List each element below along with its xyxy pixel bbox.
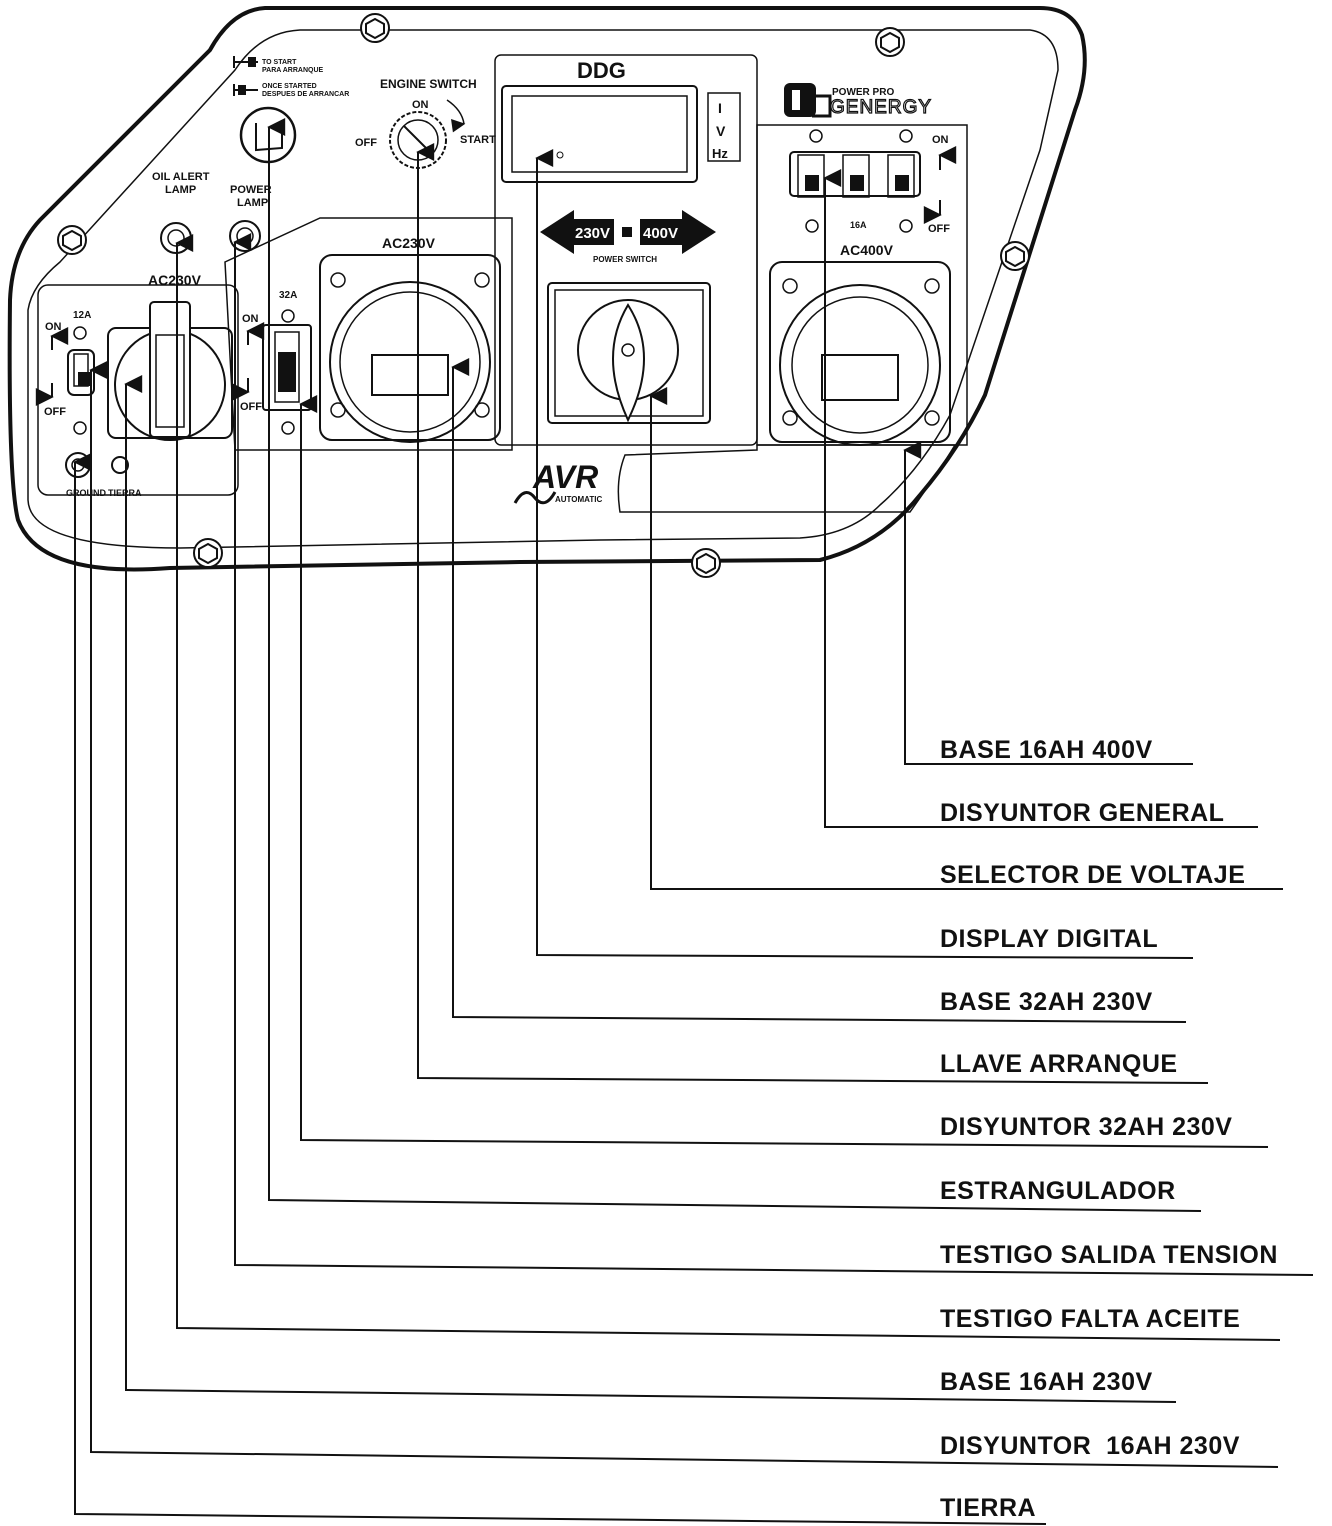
mounting-hole — [1000, 241, 1030, 271]
choke-instruction-1: TO START — [262, 59, 297, 66]
callout-testigo-salida-tension: TESTIGO SALIDA TENSION — [940, 1241, 1278, 1269]
callout-wire — [299, 395, 1269, 1148]
oil-alert-label-1: OIL ALERT — [152, 171, 210, 183]
engine-switch-title: ENGINE SWITCH — [380, 77, 477, 91]
callout-tierra: TIERRA — [940, 1494, 1036, 1522]
voltage-selector-switch[interactable] — [547, 282, 711, 424]
callout-llave-arranque: LLAVE ARRANQUE — [940, 1050, 1178, 1078]
mounting-hole — [691, 548, 721, 578]
callout-wire — [451, 358, 1187, 1023]
callout-estrangulador: ESTRANGULADOR — [940, 1177, 1176, 1205]
callout-disyuntor-32ah-230v: DISYUNTOR 32AH 230V — [940, 1113, 1232, 1141]
power-lamp-label-1: POWER — [230, 184, 272, 196]
engine-switch-on: ON — [412, 99, 429, 111]
engine-switch-start: START — [460, 134, 496, 146]
digital-display — [501, 85, 698, 183]
callout-wire — [535, 149, 1194, 959]
callout-base-16ah-230v: BASE 16AH 230V — [940, 1368, 1153, 1396]
brand-name-1: POWER PRO — [832, 87, 894, 98]
meter-title: DDG — [577, 58, 626, 83]
selector-230v: 230V — [575, 225, 610, 242]
callout-wires — [73, 118, 1314, 1525]
socket-label-middle: AC230V — [382, 235, 436, 251]
breaker-rating-middle: 32A — [279, 290, 297, 301]
callout-wire — [233, 233, 1314, 1276]
choke-instruction-3: ONCE STARTED — [262, 83, 317, 90]
mounting-hole — [360, 13, 390, 43]
callout-disyuntor-16ah-230v: DISYUNTOR 16AH 230V — [940, 1432, 1240, 1460]
callout-base-32ah-230v: BASE 32AH 230V — [940, 988, 1153, 1016]
choke-symbol-icon — [233, 56, 258, 96]
callout-selector-voltaje: SELECTOR DE VOLTAJE — [940, 861, 1245, 889]
callout-testigo-falta-aceite: TESTIGO FALTA ACEITE — [940, 1305, 1240, 1333]
breaker-rating-right: 16A — [850, 220, 867, 230]
callout-disyuntor-general: DISYUNTOR GENERAL — [940, 799, 1224, 827]
breaker-32a-230v[interactable] — [262, 324, 312, 411]
callout-wire — [124, 375, 1177, 1403]
mounting-hole — [57, 225, 87, 255]
callout-wire — [73, 453, 1047, 1525]
brand-logo — [784, 83, 832, 118]
avr-logo: AVR AUTOMATIC — [513, 459, 602, 505]
ground-label: GROUND — [66, 488, 106, 498]
callout-wire — [89, 361, 1279, 1468]
callout-wire — [175, 234, 1281, 1341]
socket-label-right: AC400V — [840, 242, 894, 258]
main-breaker-on: ON — [932, 134, 949, 146]
main-breaker-off: OFF — [928, 223, 950, 235]
voltage-selector-arrow-icon — [540, 210, 716, 254]
callout-wire — [903, 441, 1193, 765]
mounting-hole — [875, 27, 905, 57]
mounting-hole — [193, 538, 223, 568]
callout-wire — [823, 169, 1258, 828]
breaker-16a-230v[interactable] — [67, 349, 95, 396]
callout-wire — [649, 387, 1283, 890]
callout-wire — [267, 118, 1202, 1212]
breaker-on-label-mid: ON — [242, 313, 259, 325]
oil-alert-label-2: LAMP — [165, 184, 196, 196]
engine-switch-off: OFF — [355, 137, 377, 149]
callout-base-16ah-400v: BASE 16AH 400V — [940, 736, 1153, 764]
choke-instruction-4: DESPUES DE ARRANCAR — [262, 91, 349, 98]
meter-unit-current: I — [718, 100, 722, 116]
power-switch-caption: POWER SWITCH — [593, 255, 657, 264]
brand-name-2: GENERGY — [830, 97, 932, 118]
power-lamp-label-2: LAMP — [237, 197, 268, 209]
meter-unit-frequency: Hz — [712, 146, 728, 161]
breaker-on-label: ON — [45, 321, 62, 333]
socket-32a-230v[interactable] — [319, 254, 501, 443]
main-breaker-3-pole[interactable] — [789, 151, 921, 198]
breaker-off-label: OFF — [44, 406, 66, 418]
callout-wire — [416, 143, 1209, 1084]
avr-sub: AUTOMATIC — [555, 495, 602, 504]
selector-400v: 400V — [643, 225, 678, 242]
control-panel: AC230V 12A ON OFF GROUND TIERRA OIL ALER… — [7, 6, 1087, 578]
meter-unit-voltage: V — [716, 123, 726, 139]
avr-logo-text: AVR — [532, 459, 598, 495]
callout-labels: BASE 16AH 400V DISYUNTOR GENERAL SELECTO… — [940, 736, 1278, 1522]
socket-16a-230v[interactable] — [107, 301, 233, 441]
choke-instruction-2: PARA ARRANQUE — [262, 67, 324, 74]
breaker-rating-left: 12A — [73, 310, 91, 321]
breaker-off-label-mid: OFF — [240, 401, 262, 413]
socket-16a-400v[interactable] — [769, 261, 951, 446]
callout-display-digital: DISPLAY DIGITAL — [940, 925, 1158, 953]
socket-label-left: AC230V — [148, 272, 202, 288]
